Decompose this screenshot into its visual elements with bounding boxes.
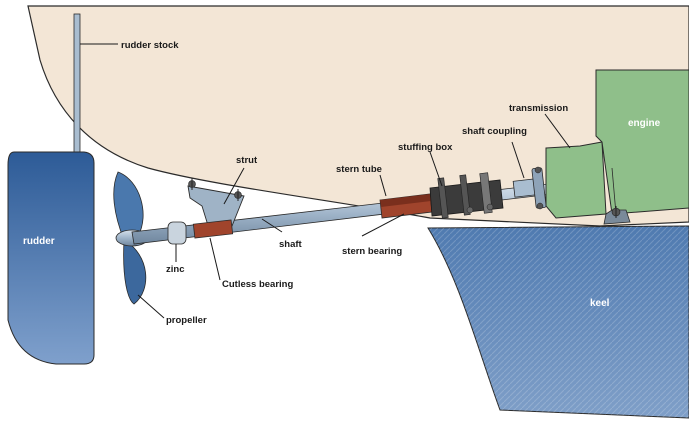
strut-label: strut [236, 155, 258, 166]
shaft-label: shaft [279, 239, 303, 250]
stuffing-box [429, 172, 504, 219]
engine-label: engine [628, 118, 661, 129]
shaft-coupling [512, 166, 547, 210]
stern-bearing-label: stern bearing [342, 246, 402, 257]
shaft-coupling-label: shaft coupling [462, 126, 527, 137]
transmission-label: transmission [509, 103, 568, 114]
rudder: rudder [7, 151, 95, 365]
transmission [545, 141, 607, 219]
stuffing-box-label: stuffing box [398, 142, 453, 153]
stern-tube [379, 193, 433, 219]
cutless-bearing [192, 219, 234, 239]
rudder-stock-label: rudder stock [121, 40, 179, 51]
keel: keel [427, 225, 689, 419]
propeller-label: propeller [166, 315, 207, 326]
zinc-label: zinc [166, 264, 184, 275]
stern-tube-label: stern tube [336, 164, 382, 175]
cutless-bearing-label: Cutless bearing [222, 279, 293, 290]
rudder-stock [73, 13, 81, 157]
rudder-label: rudder [23, 236, 55, 247]
keel-label: keel [590, 298, 610, 309]
zinc-anode [167, 221, 187, 245]
engine: engine [595, 69, 689, 225]
